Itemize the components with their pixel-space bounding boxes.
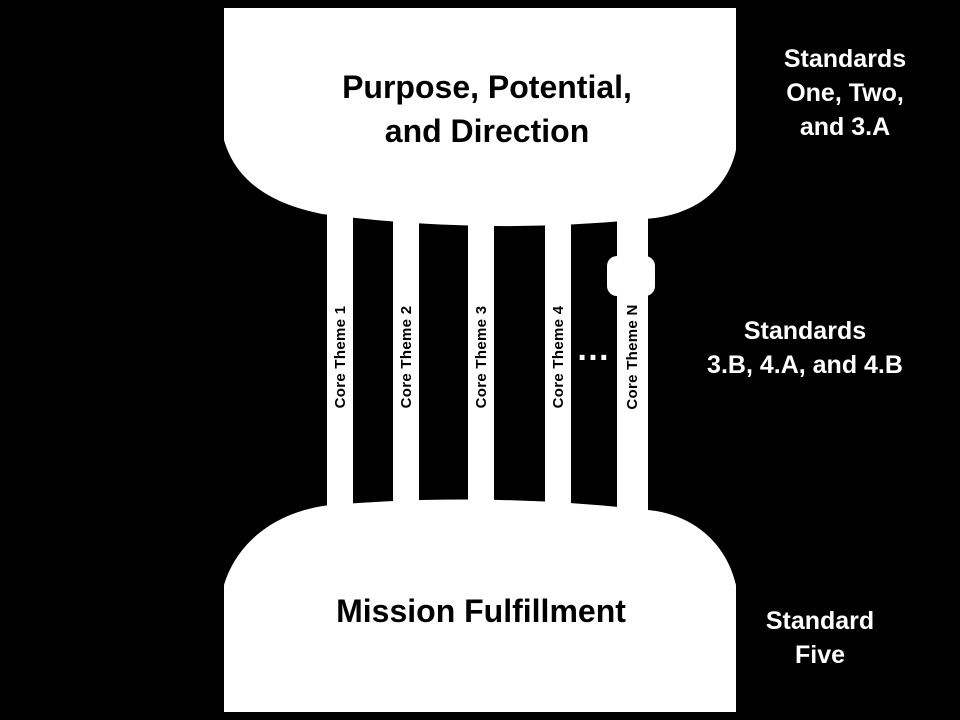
top-title-line2: and Direction — [385, 113, 589, 149]
pillars — [327, 195, 655, 515]
standards-bottom-line1: Standard — [765, 607, 875, 635]
standards-top-line2: One, Two, — [786, 79, 904, 107]
top-title-line1: Purpose, Potential, — [342, 69, 632, 105]
standards-bottom-line2: Five — [794, 641, 846, 669]
bottom-title: Mission Fulfillment — [336, 593, 626, 629]
pillar-3 — [468, 195, 494, 515]
standards-middle-line1: Standards — [743, 317, 867, 345]
pillar-2 — [393, 195, 419, 515]
pillar-4 — [545, 195, 571, 515]
standards-middle-line2: 3.B, 4.A, and 4.B — [707, 351, 903, 379]
ellipsis: … — [576, 330, 610, 368]
pillar-2-label: Core Theme 2 — [398, 306, 415, 409]
bottom-block — [224, 499, 736, 712]
pillar-n-label: Core Theme N — [624, 304, 641, 409]
pillar-3-label: Core Theme 3 — [473, 306, 490, 409]
pillar-1-label: Core Theme 1 — [332, 306, 349, 409]
standards-middle-label: Standards 3.B, 4.A, and 4.B — [670, 314, 940, 382]
top-block — [224, 8, 736, 227]
pillar-n-cap — [607, 256, 655, 296]
pillar-4-label: Core Theme 4 — [550, 305, 567, 408]
standards-top-label: Standards One, Two, and 3.A — [745, 42, 945, 144]
standards-bottom-label: Standard Five — [730, 604, 910, 672]
pillar-1 — [327, 195, 353, 515]
standards-top-line1: Standards — [783, 45, 907, 73]
pillar-n — [617, 195, 648, 515]
standards-top-line3: and 3.A — [799, 113, 891, 141]
